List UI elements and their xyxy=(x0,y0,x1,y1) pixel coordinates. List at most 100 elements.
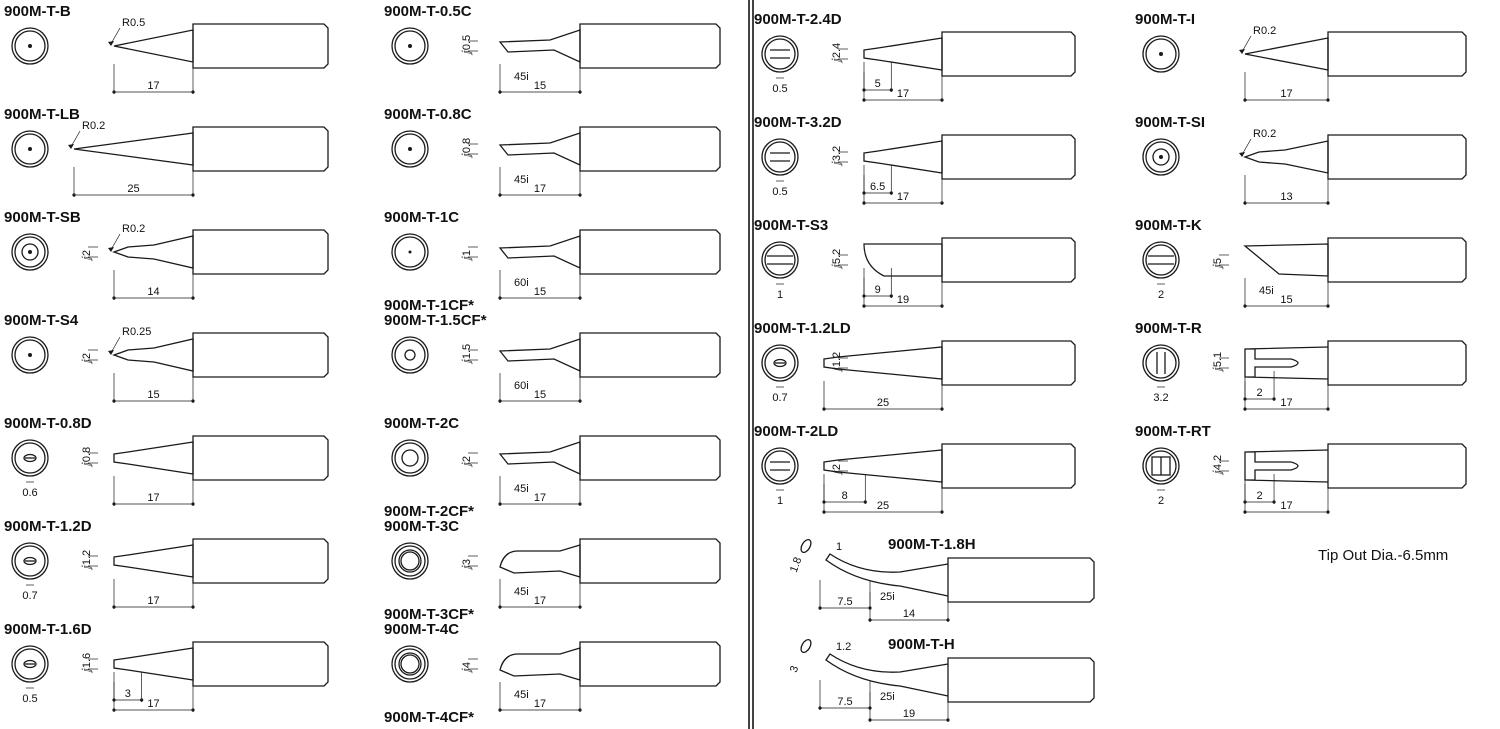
diameter-value: ⅉ1.5 xyxy=(461,344,473,365)
end-face-outer xyxy=(1142,35,1180,73)
dimension-value: 17 xyxy=(897,191,909,203)
end-face-inner xyxy=(1145,38,1177,70)
thickness-value: 0.6 xyxy=(22,487,37,499)
tip-body xyxy=(823,449,943,483)
dimension-value: 25 xyxy=(127,183,139,195)
dimension-end-mark xyxy=(889,88,893,92)
end-face-ring-inner xyxy=(400,551,420,571)
dimension-end-mark xyxy=(578,193,582,197)
tip-code-alternate: 900M-T-2CF* xyxy=(384,503,474,520)
dimension-end-mark xyxy=(940,98,944,102)
end-face-inner xyxy=(14,30,46,62)
thickness-value: 1.2 xyxy=(836,641,851,653)
dimension-value: 14 xyxy=(147,286,159,298)
dimension-end-mark xyxy=(191,708,195,712)
tip-code: 900M-T-0.8D xyxy=(4,415,92,432)
angle-value: 25i xyxy=(880,591,895,603)
diameter-value: ⅉ1.2 xyxy=(81,550,93,571)
tip-body xyxy=(1243,243,1329,277)
dimension-value: 15 xyxy=(534,286,546,298)
thickness-value: 2 xyxy=(1158,495,1164,507)
end-face-dot xyxy=(408,147,412,151)
dimension-value: 17 xyxy=(534,698,546,710)
end-face-ring xyxy=(1152,148,1170,166)
end-face-outer xyxy=(761,138,799,176)
tip-code: 900M-T-0.8C xyxy=(384,106,472,123)
radius-callout: R0.2 xyxy=(82,120,105,132)
thickness-value: 3.2 xyxy=(1153,392,1168,404)
dimension-end-mark xyxy=(862,98,866,102)
dimension-end-mark xyxy=(868,618,872,622)
end-face-inner xyxy=(764,347,796,379)
dimension-end-mark xyxy=(191,605,195,609)
end-face-dot xyxy=(408,250,412,254)
end-face-inner xyxy=(394,339,426,371)
end-face-ring xyxy=(404,349,416,361)
thickness-value: 0.7 xyxy=(22,590,37,602)
tip-code: 900M-T-SI xyxy=(1135,114,1205,131)
end-face-inner xyxy=(394,545,426,577)
end-face-outer xyxy=(1142,241,1180,279)
diameter-value: ⅉ5.2 xyxy=(831,249,843,270)
end-face-outer xyxy=(761,241,799,279)
dimension-end-mark xyxy=(578,605,582,609)
dimension-value: 17 xyxy=(147,698,159,710)
dimension-end-mark xyxy=(1243,98,1247,102)
tip-body xyxy=(498,132,581,167)
dimension-end-mark xyxy=(1326,201,1330,205)
tip-body xyxy=(499,647,581,681)
tip-body xyxy=(863,140,943,174)
tip-code: 900M-T-2LD xyxy=(754,423,838,440)
dimension-value: 9 xyxy=(875,284,881,296)
dimension-end-mark xyxy=(822,407,826,411)
dimension-end-mark xyxy=(140,698,144,702)
end-face-outer xyxy=(1142,138,1180,176)
tip-code: 900M-T-LB xyxy=(4,106,80,123)
tip-code: 900M-T-1.2D xyxy=(4,518,92,535)
end-face-outer xyxy=(761,344,799,382)
end-face-inner xyxy=(1145,244,1177,276)
tip-code: 900M-T-3.2D xyxy=(754,114,842,131)
dimension-value: 7.5 xyxy=(837,596,852,608)
dimension-end-mark xyxy=(191,193,195,197)
radius-arrow xyxy=(1239,152,1245,157)
tip-code-alternate: 900M-T-3CF* xyxy=(384,606,474,623)
end-face-outer xyxy=(11,645,49,683)
dimension-value: 17 xyxy=(147,595,159,607)
dimension-value: 13 xyxy=(1280,191,1292,203)
dimension-value: 15 xyxy=(534,80,546,92)
dimension-end-mark xyxy=(889,191,893,195)
thickness-value: 0.5 xyxy=(22,693,37,705)
bent-tip-face xyxy=(800,638,812,654)
dimension-end-mark xyxy=(1326,98,1330,102)
dimension-end-mark xyxy=(818,706,822,710)
end-face-inner xyxy=(1145,347,1177,379)
dimension-end-mark xyxy=(578,502,582,506)
end-face-dot xyxy=(408,44,412,48)
diameter-value: ⅉ3 xyxy=(461,559,473,571)
end-face-ring xyxy=(21,243,39,261)
diameter-value: ⅉ2 xyxy=(461,456,473,468)
tip-code: 900M-T-1.2LD xyxy=(754,320,851,337)
dimension-end-mark xyxy=(112,90,116,94)
dimension-end-mark xyxy=(1243,201,1247,205)
end-face-inner xyxy=(1145,450,1177,482)
dimension-end-mark xyxy=(1243,510,1247,514)
radius-leader xyxy=(111,336,121,352)
dimension-end-mark xyxy=(498,399,502,403)
angle-value: 60i xyxy=(514,380,529,392)
radius-arrow xyxy=(108,247,114,252)
diameter-value: ⅉ4.2 xyxy=(1212,455,1224,476)
tip-body xyxy=(113,29,194,63)
thickness-value: 0.5 xyxy=(772,186,787,198)
angle-value: 25i xyxy=(880,691,895,703)
dimension-end-mark xyxy=(946,718,950,722)
tip-code: 900M-T-1C xyxy=(384,209,459,226)
end-face-outer xyxy=(391,542,429,580)
dimension-value: 7.5 xyxy=(837,696,852,708)
radius-leader xyxy=(71,130,81,146)
